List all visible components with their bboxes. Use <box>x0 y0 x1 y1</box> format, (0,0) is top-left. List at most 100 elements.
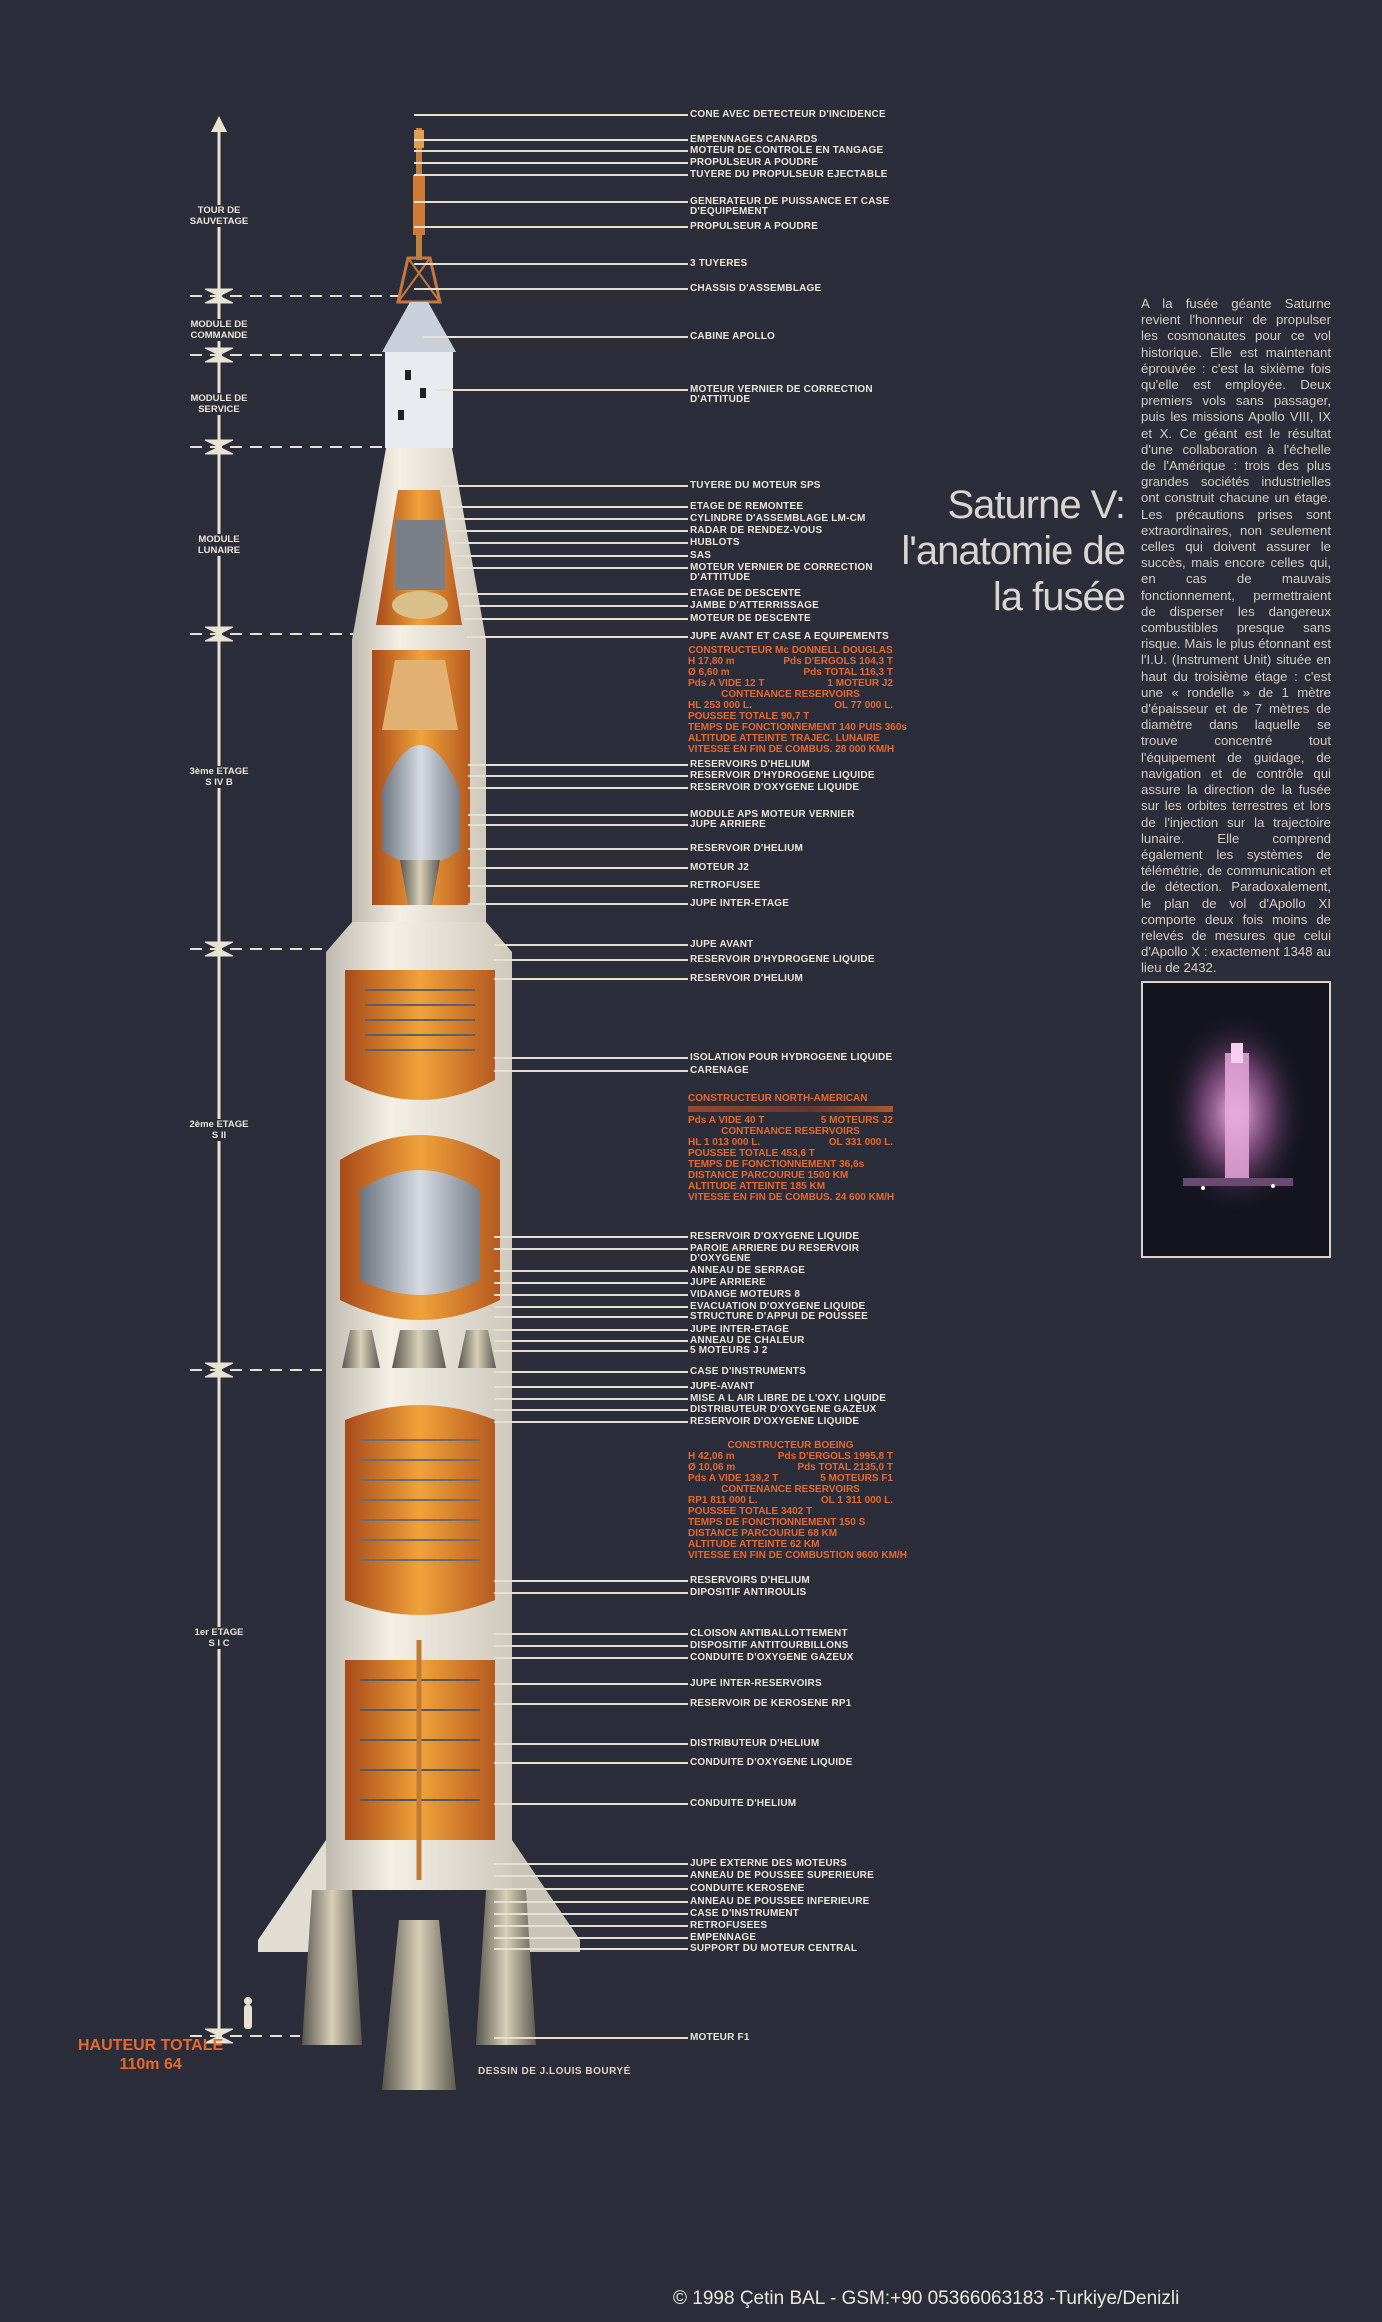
leader-line <box>455 567 688 569</box>
spec-value: Pds A VIDE 139,2 T <box>688 1473 779 1484</box>
part-label: ANNEAU DE POUSSEE SUPERIEURE <box>690 1870 874 1881</box>
part-label: PROPULSEUR A POUDRE <box>690 221 819 232</box>
leader-line <box>494 1350 688 1352</box>
spec-row: RP1 811 000 L.OL 1 311 000 L. <box>688 1495 893 1506</box>
spec-value: H 42,06 m <box>688 1451 735 1462</box>
leader-line <box>414 139 688 141</box>
part-label: CLOISON ANTIBALLOTTEMENT <box>690 1628 848 1639</box>
leader-line <box>414 150 688 152</box>
spec-row: CONSTRUCTEUR NORTH-AMERICAN <box>688 1093 893 1104</box>
part-label: ETAGE DE REMONTEE <box>690 501 804 512</box>
leader-line <box>494 1236 688 1238</box>
part-label: JUPE INTER-RESERVOIRS <box>690 1678 822 1689</box>
launch-pad-photo <box>1141 980 1331 1258</box>
leader-line <box>494 1282 688 1284</box>
leader-line <box>414 201 688 203</box>
spec-row: ALTITUDE ATTEINTE 62 KM <box>688 1539 893 1550</box>
spec-row: VITESSE EN FIN DE COMBUS. 24 600 KM/H <box>688 1192 894 1203</box>
part-label: PAROIE ARRIERE DU RESERVOIR D'OXYGENE <box>690 1243 860 1264</box>
part-label: DISTRIBUTEUR D'HELIUM <box>690 1738 820 1749</box>
part-label: CONE AVEC DETECTEUR D'INCIDENCE <box>690 109 886 120</box>
spec-row: TEMPS DE FONCTIONNEMENT 150 S <box>688 1517 893 1528</box>
part-label: MOTEUR VERNIER DE CORRECTION D'ATTITUDE <box>690 562 873 583</box>
leader-line <box>494 1888 688 1890</box>
leader-line <box>494 1248 688 1250</box>
part-label: ANNEAU DE POUSSEE INFERIEURE <box>690 1896 870 1907</box>
leader-line <box>494 1070 688 1072</box>
leader-line <box>494 1863 688 1865</box>
part-label: CABINE APOLLO <box>690 331 776 342</box>
spec-value: 5 MOTEURS J2 <box>820 1115 893 1126</box>
leader-line <box>422 336 688 338</box>
part-label: RESERVOIR D'HYDROGENE LIQUIDE <box>690 954 875 965</box>
leader-line <box>494 944 688 946</box>
spec-value: VITESSE EN FIN DE COMBUS. 28 000 KM/H <box>688 744 895 755</box>
spec-value: ALTITUDE ATTEINTE TRAJEC. LUNAIRE <box>688 733 881 744</box>
article-paragraph: A la fusée géante Saturne revient l'honn… <box>1141 296 1331 976</box>
leader-line <box>414 162 688 164</box>
leader-line <box>494 1762 688 1764</box>
part-label: EVACUATION D'OXYGENE LIQUIDE <box>690 1301 866 1312</box>
spec-row: TEMPS DE FONCTIONNEMENT 36,6s <box>688 1159 893 1170</box>
leader-line <box>494 1683 688 1685</box>
night-launch-image <box>1166 1012 1306 1213</box>
leader-line <box>494 1937 688 1939</box>
part-label: RESERVOIR D'OXYGENE LIQUIDE <box>690 782 860 793</box>
part-label: MOTEUR DE CONTROLE EN TANGAGE <box>690 145 884 156</box>
spec-row: POUSSEE TOTALE 90,7 T <box>688 711 893 722</box>
spec-value: HL 1 013 000 L. <box>688 1137 761 1148</box>
spec-value: TEMPS DE FONCTIONNEMENT 150 S <box>688 1517 866 1528</box>
leader-line <box>467 636 688 638</box>
spec-value: OL 77 000 L. <box>834 700 893 711</box>
part-label: DIPOSITIF ANTIROULIS <box>690 1587 807 1598</box>
leader-line <box>494 2037 688 2039</box>
part-label: 3 TUYERES <box>690 258 748 269</box>
spec-row: TEMPS DE FONCTIONNEMENT 140 PUIS 360s <box>688 722 907 733</box>
leader-line <box>468 903 688 905</box>
leader-line <box>494 978 688 980</box>
stage-spec-block: CONSTRUCTEUR NORTH-AMERICAN Pds A VIDE 40… <box>688 1093 894 1203</box>
part-label: CONDUITE KEROSENE <box>690 1883 805 1894</box>
page-title: Saturne V: l'anatomie de la fusée <box>901 483 1126 619</box>
leader-line <box>414 263 688 265</box>
leader-line <box>494 1294 688 1296</box>
leader-line <box>468 775 688 777</box>
spec-row: VITESSE EN FIN DE COMBUS. 28 000 KM/H <box>688 744 895 755</box>
leader-line <box>494 1057 688 1059</box>
part-label: RETROFUSEES <box>690 1920 768 1931</box>
spec-row: VITESSE EN FIN DE COMBUSTION 9600 KM/H <box>688 1550 907 1561</box>
spec-value: HL 253 000 L. <box>688 700 752 711</box>
spec-heading: CONTENANCE RESERVOIRS <box>721 1126 860 1137</box>
part-label: MOTEUR F1 <box>690 2032 750 2043</box>
part-label: MOTEUR VERNIER DE CORRECTION D'ATTITUDE <box>690 384 873 405</box>
part-label: JUPE INTER-ETAGE <box>690 1324 790 1335</box>
spec-value: OL 1 311 000 L. <box>820 1495 893 1506</box>
part-label: EMPENNAGES CANARDS <box>690 134 818 145</box>
part-label: ANNEAU DE SERRAGE <box>690 1265 806 1276</box>
part-label: GENERATEUR DE PUISSANCE ET CASE D'EQUIPE… <box>690 196 890 217</box>
spec-value: Pds TOTAL 116,3 T <box>803 667 893 678</box>
leader-line <box>468 848 688 850</box>
leader-line <box>462 605 688 607</box>
leader-line <box>494 1901 688 1903</box>
spec-value: TEMPS DE FONCTIONNEMENT 36,6s <box>688 1159 865 1170</box>
part-label: EMPENNAGE <box>690 1932 757 1943</box>
leader-line <box>468 885 688 887</box>
spec-row: ALTITUDE ATTEINTE TRAJEC. LUNAIRE <box>688 733 893 744</box>
part-label: RESERVOIR D'HYDROGENE LIQUIDE <box>690 770 875 781</box>
spec-value: POUSSEE TOTALE 453,6 T <box>688 1148 815 1159</box>
leader-line <box>494 1421 688 1423</box>
leader-line <box>494 1592 688 1594</box>
stage-label: 2ème ETAGE S II <box>174 1119 264 1141</box>
leader-line <box>447 518 688 520</box>
leader-line <box>468 824 688 826</box>
spec-row: DISTANCE PARCOURUE 1500 KM <box>688 1170 893 1181</box>
spec-row: HL 1 013 000 L.OL 331 000 L. <box>688 1137 893 1148</box>
leader-line <box>460 593 688 595</box>
part-label: HUBLOTS <box>690 537 740 548</box>
